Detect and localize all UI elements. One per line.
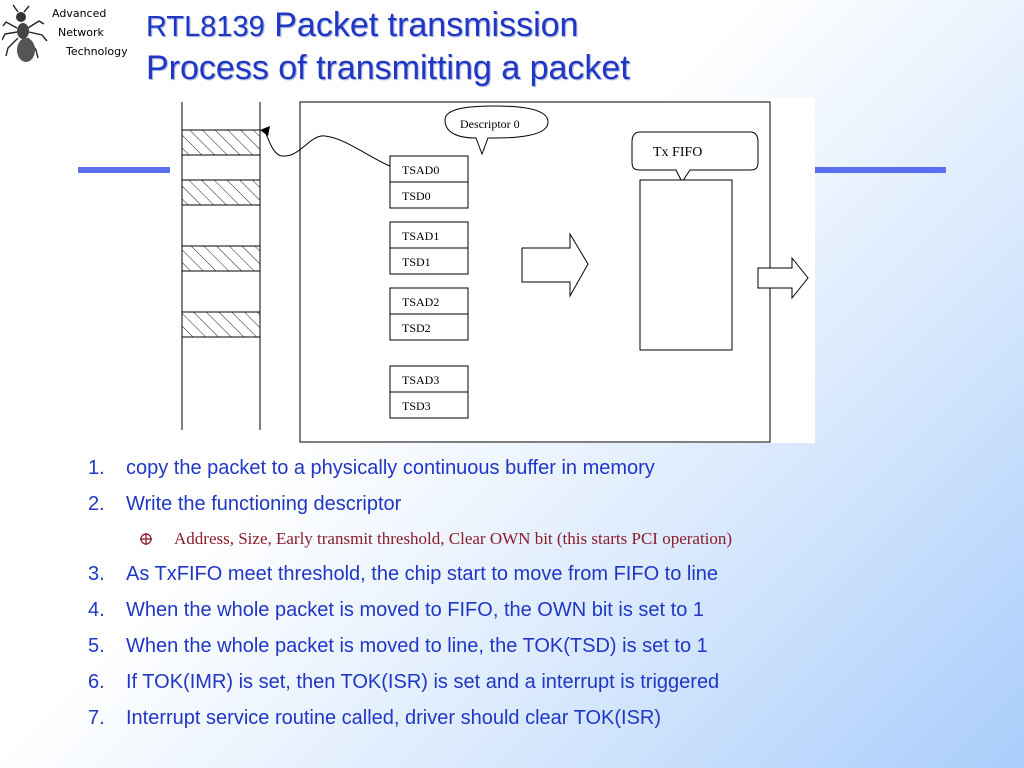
tsad-label: TSAD1 [402,229,439,243]
title-rule-right [810,167,946,173]
list-item: 2. Write the functioning descriptor [84,486,1004,522]
title-line-2: Process of transmitting a packet [146,49,630,87]
step-number: 4. [88,599,105,621]
descriptor-label: Descriptor 0 [460,117,520,131]
pointer-arrowhead-icon [260,126,270,136]
page-title: RTL8139 Packet transmission Process of t… [146,4,630,88]
register-tsad2: TSAD2 [389,287,469,315]
register-tsd3: TSD3 [389,391,469,419]
descriptor-callout: Descriptor 0 [444,105,549,156]
step-text: copy the packet to a physically continuo… [126,457,655,479]
register-tsad1: TSAD1 [389,221,469,249]
tsad-label: TSAD2 [402,295,439,309]
tsd-label: TSD3 [402,399,431,413]
title-prefix: RTL8139 [146,11,265,43]
tx-fifo-box [639,179,733,351]
crosshair-bullet-icon [140,533,152,545]
sub-list-item: Address, Size, Early transmit threshold,… [84,522,1004,556]
step-number: 3. [88,563,105,585]
ant-logo-icon [2,4,48,62]
fifo-label: Tx FIFO [653,145,702,160]
packet-buffer [181,129,261,156]
tsd-label: TSD1 [402,255,431,269]
fifo-callout: Tx FIFO [631,131,759,183]
step-number: 5. [88,635,105,657]
logo-line-2: Network [58,26,104,39]
block-arrow-to-line-icon [757,256,809,300]
list-item: 6. If TOK(IMR) is set, then TOK(ISR) is s… [84,664,1004,700]
packet-buffer [181,245,261,272]
register-tsad3: TSAD3 [389,365,469,393]
register-tsd2: TSD2 [389,313,469,341]
title-line-1: Packet transmission [264,6,579,44]
logo-line-1: Advanced [52,7,107,20]
tsd-label: TSD2 [402,321,431,335]
list-item: 4. When the whole packet is moved to FIFO… [84,592,1004,628]
list-item: 7. Interrupt service routine called, driv… [84,700,1004,736]
step-text: As TxFIFO meet threshold, the chip start… [126,563,719,585]
sub-step-text: Address, Size, Early transmit threshold,… [174,529,733,548]
tsad-label: TSAD3 [402,373,439,387]
step-text: If TOK(IMR) is set, then TOK(ISR) is set… [126,671,720,693]
step-number: 2. [88,493,105,515]
tsd-label: TSD0 [402,189,431,203]
block-arrow-to-fifo-icon [521,232,589,298]
list-item: 5. When the whole packet is moved to line… [84,628,1004,664]
tsad-label: TSAD0 [402,163,439,177]
register-tsd1: TSD1 [389,247,469,275]
packet-buffer [181,179,261,206]
step-text: Write the functioning descriptor [126,493,402,515]
logo: Advanced Network Technology [2,2,132,66]
step-number: 1. [88,457,105,479]
step-text: Interrupt service routine called, driver… [126,707,662,729]
list-item: 3. As TxFIFO meet threshold, the chip sta… [84,556,1004,592]
packet-buffer [181,311,261,338]
transmit-diagram: Descriptor 0 TSAD0 TSD0 TSAD1 TSD1 TSAD2… [170,98,815,443]
step-number: 6. [88,671,105,693]
logo-line-3: Technology [66,45,128,58]
descriptor-pointer [263,129,391,167]
register-tsad0: TSAD0 [389,155,469,183]
step-text: When the whole packet is moved to line, … [126,635,708,657]
steps-list: 1. copy the packet to a physically contin… [84,450,1004,736]
step-text: When the whole packet is moved to FIFO, … [126,599,705,621]
title-rule-left [78,167,182,173]
register-tsd0: TSD0 [389,181,469,209]
list-item: 1. copy the packet to a physically contin… [84,450,1004,486]
step-number: 7. [88,707,105,729]
